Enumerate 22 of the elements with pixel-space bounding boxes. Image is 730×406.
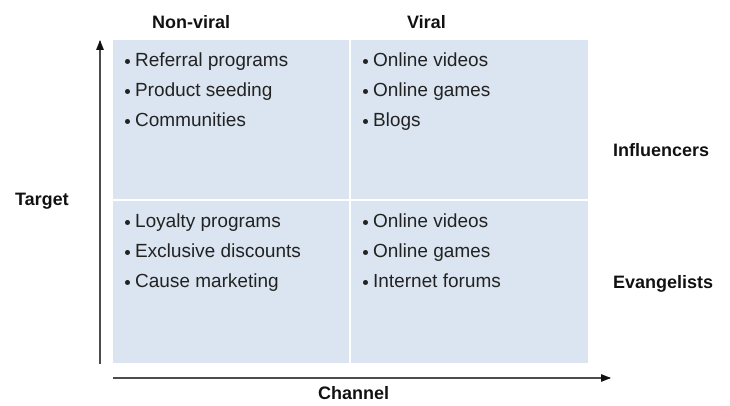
bullet-item: Referral programs xyxy=(135,50,288,72)
bullet-item: Online games xyxy=(373,241,490,263)
bullet-item: Product seeding xyxy=(135,80,272,102)
column-header: Viral xyxy=(407,12,446,33)
quadrant-cell xyxy=(113,201,349,363)
bullet-item: Cause marketing xyxy=(135,271,279,293)
bullet-item: Exclusive discounts xyxy=(135,241,301,263)
bullet-item: Blogs xyxy=(373,110,421,132)
quadrant-cell xyxy=(113,40,349,199)
column-header: Non-viral xyxy=(152,12,230,33)
axis-title: Target xyxy=(15,189,69,210)
row-header: Evangelists xyxy=(613,272,714,293)
bullet-item: Loyalty programs xyxy=(135,211,281,233)
quadrant-cell xyxy=(351,201,588,363)
bullet-item: Online videos xyxy=(373,211,488,233)
bullet-item: Communities xyxy=(135,110,246,132)
bullet-item: Online videos xyxy=(373,50,488,72)
quadrant-cell xyxy=(351,40,588,199)
bullet-item: Online games xyxy=(373,80,490,102)
row-header: Influencers xyxy=(613,140,710,161)
axis-title: Channel xyxy=(318,383,390,404)
bullet-item: Internet forums xyxy=(373,271,501,293)
